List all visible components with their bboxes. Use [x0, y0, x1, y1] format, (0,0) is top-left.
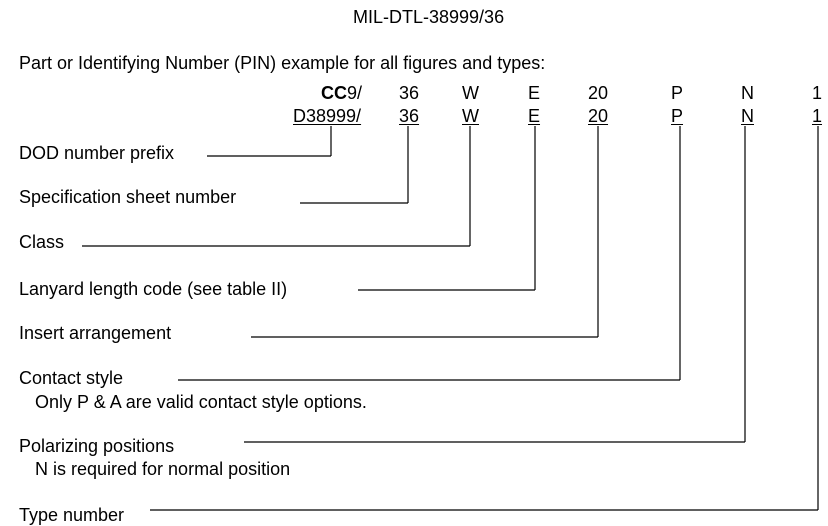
pin-type: 1	[812, 106, 823, 126]
intro-text: Part or Identifying Number (PIN) example…	[19, 53, 546, 73]
example-lanyard: E	[528, 83, 541, 103]
label-dod-prefix: DOD number prefix	[19, 143, 175, 163]
example-prefix-bold: CC	[321, 83, 347, 103]
pin-spec: 36	[399, 106, 420, 126]
label-polarizing-note: N is required for normal position	[35, 459, 291, 479]
example-prefix: CC9/	[321, 84, 362, 102]
example-insert: 20	[588, 83, 609, 103]
example-contact: P	[671, 83, 684, 103]
pin-class: W	[462, 106, 479, 126]
example-polarizing: N	[741, 83, 754, 103]
label-contact-note: Only P & A are valid contact style optio…	[35, 392, 367, 412]
leader-contact	[178, 126, 681, 381]
label-class: Class	[19, 232, 65, 252]
leader-dod-prefix	[207, 126, 332, 157]
leader-type	[150, 126, 819, 511]
document-title: MIL-DTL-38999/36	[353, 7, 505, 27]
leader-lanyard	[358, 126, 536, 291]
example-prefix-rest: 9/	[347, 83, 363, 103]
label-type: Type number	[19, 505, 125, 525]
example-type: 1	[812, 83, 823, 103]
pin-insert: 20	[588, 106, 609, 126]
label-lanyard: Lanyard length code (see table II)	[19, 279, 288, 299]
label-spec-sheet: Specification sheet number	[19, 187, 237, 207]
label-polarizing: Polarizing positions	[19, 436, 175, 456]
leader-class	[82, 126, 471, 247]
leader-polarizing	[244, 126, 746, 443]
label-insert: Insert arrangement	[19, 323, 172, 343]
pin-lanyard: E	[528, 106, 541, 126]
example-spec: 36	[399, 83, 420, 103]
leader-insert	[251, 126, 599, 338]
example-class: W	[462, 83, 479, 103]
label-contact: Contact style	[19, 368, 124, 388]
pin-polarizing: N	[741, 106, 754, 126]
pin-contact: P	[671, 106, 684, 126]
leader-spec-sheet	[300, 126, 409, 204]
pin-prefix: D38999/	[293, 106, 362, 126]
